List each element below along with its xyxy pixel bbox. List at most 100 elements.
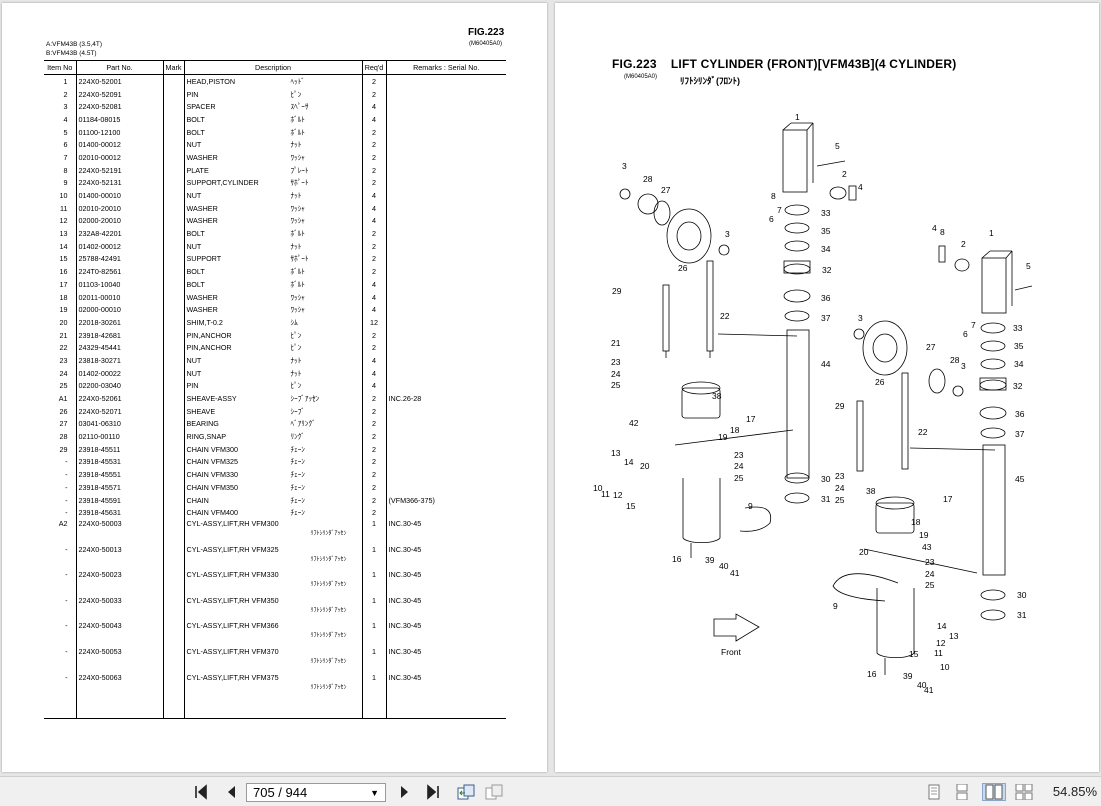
part-no: 224X0-50023 [75,570,163,596]
next-page-button[interactable] [396,783,414,801]
page-number-field[interactable]: 705 / 944 ▼ [246,783,386,802]
pdf-page-parts-list: FIG.223 (M60405A0) A:VFM43B (3.5,4T) B:V… [2,3,547,772]
callout-right-31: 31 [1017,610,1027,620]
part-no: 224X0-50033 [75,595,163,622]
header-remarks: Remarks : Serial No. [385,60,506,75]
description-text: CHAIN VFM300 [186,444,239,454]
mark [162,404,184,418]
description-kana: ﾌﾟﾚｰﾄ [290,165,309,175]
item-no: 10 [59,191,68,201]
document-viewer[interactable]: FIG.223 (M60405A0) A:VFM43B (3.5,4T) B:V… [0,0,1101,776]
remarks [385,455,506,469]
callout-right-16: 16 [867,669,877,679]
table-header-row: Item No Part No. Mark Description Req'd … [44,60,506,75]
item-no: 23 [59,355,68,365]
reqd: 2 [361,442,386,456]
callout-right-41: 41 [924,685,934,695]
mark [162,239,184,253]
item-no: 15 [59,254,68,264]
item-no: 3 [63,102,68,112]
description-text: WASHER [186,292,218,302]
mark [162,519,184,545]
remarks [385,404,506,418]
remarks [385,354,506,367]
description-text: BOLT [186,267,205,277]
mark [162,621,184,648]
description-text: PIN,ANCHOR [186,343,232,353]
part-no: 224X0-50053 [75,647,163,673]
reqd: 2 [361,163,386,177]
two-page-continuous-button[interactable] [1015,783,1033,801]
filler-cell [75,698,163,720]
callout-left-5: 5 [835,141,840,151]
remarks [385,506,506,520]
single-page-view-button[interactable] [925,783,943,801]
zoom-level[interactable]: 54.85% [1052,784,1097,799]
item-no: 19 [59,305,68,315]
item-no: 5 [63,127,68,137]
reqd: 2 [361,227,386,240]
description-kana: ﾁｪｰﾝ [290,495,305,505]
figure-number: FIG.223 [612,57,657,71]
description-kana: ﾎﾞﾙﾄ [290,229,305,239]
reqd: 1 [361,672,386,699]
item-no: 4 [63,114,68,124]
callout-left-19: 19 [718,432,728,442]
description-text: SUPPORT,CYLINDER [186,178,259,188]
remarks [385,366,506,380]
description-text: WASHER [186,305,218,315]
callout-left-10: 10 [593,483,603,493]
mark [162,201,184,215]
description-kana: ﾜｯｼｬ [290,305,305,315]
description-kana: ｼｰﾌﾞｱｯｾﾝ [290,394,320,404]
figure-title: FIG.223 LIFT CYLINDER (FRONT)[VFM43B](4 … [612,57,956,71]
part-no: 02011-00010 [75,290,163,304]
mark [162,493,184,507]
reqd: 2 [361,87,386,101]
callout-right-22: 22 [918,427,928,437]
previous-page-button[interactable] [222,783,240,801]
last-page-button[interactable] [424,783,442,801]
next-view-button[interactable] [483,783,505,801]
page-dropdown-icon[interactable]: ▼ [370,787,379,798]
item-no: 8 [63,165,68,175]
description-kana: ﾘﾌﾄｼﾘﾝﾀﾞｱｯｾﾝ [310,556,347,563]
item-no: 24 [59,368,68,378]
description: BOLT ﾎﾞﾙﾄ [183,265,362,278]
item-no: 14 [59,241,68,251]
description-text: CYL-ASSY,LIFT,RH VFM366 [186,621,279,631]
cylinder-tube-left-top [681,387,721,419]
part-no: 23918-45511 [75,442,163,456]
continuous-view-button[interactable] [953,783,971,801]
callout-left-4: 4 [858,182,863,192]
first-page-button[interactable] [192,783,210,801]
previous-view-button[interactable] [455,783,477,801]
part-no: 224X0-52071 [75,404,163,418]
callout-left-2: 2 [842,169,847,179]
two-page-view-button[interactable] [982,783,1006,801]
description-kana: ﾎﾞﾙﾄ [290,267,305,277]
description-kana: ﾘﾌﾄｼﾘﾝﾀﾞｱｯｾﾝ [310,607,347,614]
mark [162,379,184,393]
mark [162,151,184,164]
description-kana: ｼｰﾌﾞ [290,406,305,416]
